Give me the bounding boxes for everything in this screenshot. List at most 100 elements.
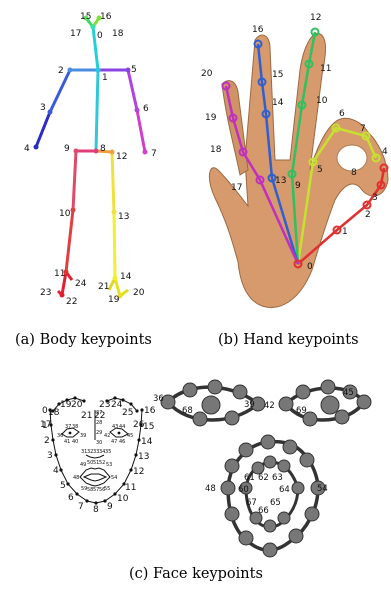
body-label-13: 13 — [118, 212, 129, 222]
body-label-20: 20 — [133, 288, 145, 298]
body-keypoint-1 — [96, 68, 101, 73]
hand-silhouette — [209, 33, 388, 307]
body-label-23: 23 — [40, 288, 51, 298]
detail-label-45: 45 — [343, 388, 354, 398]
body-label-22: 22 — [66, 297, 77, 307]
detail-label-60: 60 — [238, 485, 249, 495]
hand-keypoints-panel: 0 1 2 3 4 5 6 7 8 9 10 11 12 13 14 15 16… — [201, 13, 388, 308]
hand-label-19: 19 — [205, 113, 217, 123]
detail-label-61: 61 — [244, 473, 255, 483]
face-dot-6 — [75, 492, 78, 495]
face-dot-69 — [118, 432, 121, 435]
nose-label-30: 30 — [96, 440, 102, 446]
body-label-0: 0 — [97, 31, 103, 41]
body-keypoint-4 — [34, 145, 39, 150]
jaw-label-7: 7 — [78, 502, 84, 512]
jaw-label-13: 13 — [138, 452, 149, 462]
body-label-3: 3 — [40, 103, 46, 113]
detail-left-eye-marker-37 — [183, 383, 197, 397]
hand-label-9: 9 — [295, 181, 301, 191]
mouth-label-59: 59 — [81, 486, 87, 492]
mouth-label-57: 57 — [93, 487, 99, 493]
body-keypoint-12 — [110, 150, 115, 155]
body-keypoint-6 — [135, 108, 140, 113]
detail-mouth-marker-59 — [225, 507, 239, 521]
mouth-label-54: 54 — [111, 475, 117, 481]
right-forearm-limb — [36, 112, 50, 147]
detail-right-eye-marker-44 — [321, 380, 335, 394]
mouth-label-48: 48 — [73, 475, 79, 481]
eye-label-47: 47 — [111, 439, 117, 445]
body-keypoint-8 — [94, 149, 99, 154]
detail-mouth-outer-markers — [221, 435, 325, 557]
jaw-label-15: 15 — [143, 422, 154, 432]
eye-label-43: 43 — [112, 424, 118, 430]
brow-label-19: 19 — [60, 400, 72, 410]
eye-label-37: 37 — [65, 424, 71, 430]
hand-label-20: 20 — [201, 69, 213, 79]
hand-label-6: 6 — [339, 109, 345, 119]
detail-label-64: 64 — [279, 485, 290, 495]
hand-label-15: 15 — [272, 70, 283, 80]
hand-label-10: 10 — [316, 96, 328, 106]
detail-label-65: 65 — [270, 498, 281, 508]
face-dot-68 — [69, 432, 72, 435]
hand-label-12: 12 — [310, 13, 321, 23]
brow-label-25: 25 — [122, 408, 133, 418]
detail-left-pupil-marker — [202, 396, 220, 414]
body-label-17: 17 — [70, 29, 81, 39]
body-label-21: 21 — [98, 282, 109, 292]
detail-label-39: 39 — [244, 400, 255, 410]
brow-label-24: 24 — [111, 400, 123, 410]
brow-label-17: 17 — [40, 420, 51, 430]
body-label-14: 14 — [120, 272, 132, 282]
jaw-label-11: 11 — [125, 483, 136, 493]
jaw-label-10: 10 — [117, 494, 129, 504]
face-dot-2 — [51, 438, 54, 441]
detail-mouth-marker-52 — [283, 440, 297, 454]
detail-mouth-marker-53 — [300, 453, 314, 467]
face-dot-7 — [85, 499, 88, 502]
detail-mouth-marker-51 — [261, 435, 275, 449]
detail-left-eye-marker-38 — [208, 380, 222, 394]
hand-label-17: 17 — [231, 183, 242, 193]
jaw-label-6: 6 — [68, 493, 74, 503]
body-keypoint-13 — [112, 210, 117, 215]
brow-label-18: 18 — [48, 408, 60, 418]
body-keypoint-5 — [126, 68, 131, 73]
right-thigh-limb — [73, 151, 76, 210]
body-keypoint-3 — [48, 110, 53, 115]
detail-label-62: 62 — [258, 473, 269, 483]
body-label-1: 1 — [102, 73, 108, 83]
mouth-label-58: 58 — [87, 487, 93, 493]
face-dot-25 — [129, 402, 132, 405]
detail-label-48: 48 — [205, 484, 216, 494]
detail-label-66: 66 — [258, 506, 269, 516]
detail-mouth-marker-49 — [225, 459, 239, 473]
detail-right-eye-marker-45 — [357, 395, 371, 409]
jaw-label-2: 2 — [44, 436, 50, 446]
eye-label-38: 38 — [72, 424, 78, 430]
detail-mouth-marker-63 — [278, 460, 290, 472]
jaw-label-14: 14 — [141, 437, 153, 447]
jaw-label-16: 16 — [144, 406, 156, 416]
body-keypoints-panel: 15 16 17 18 0 1 2 5 3 6 4 7 9 8 12 10 13… — [24, 12, 157, 307]
body-label-9: 9 — [64, 144, 70, 154]
face-dot-21 — [82, 399, 85, 402]
right-upper-arm-limb — [50, 70, 70, 112]
detail-right-eye-marker-43 — [296, 385, 310, 399]
detail-label-63: 63 — [272, 473, 283, 483]
mouth-label-49: 49 — [80, 462, 86, 468]
hand-label-14: 14 — [272, 98, 284, 108]
left-shin-limb — [114, 212, 115, 278]
detail-label-36: 36 — [153, 394, 164, 404]
left-forearm-limb — [137, 110, 145, 152]
eye-label-44: 44 — [119, 424, 125, 430]
jaw-label-3: 3 — [47, 451, 53, 461]
body-label-12: 12 — [116, 152, 127, 162]
body-label-16: 16 — [100, 12, 112, 22]
body-keypoint-7 — [143, 150, 148, 155]
hand-label-11: 11 — [320, 64, 331, 74]
detail-label-42: 42 — [264, 401, 275, 411]
